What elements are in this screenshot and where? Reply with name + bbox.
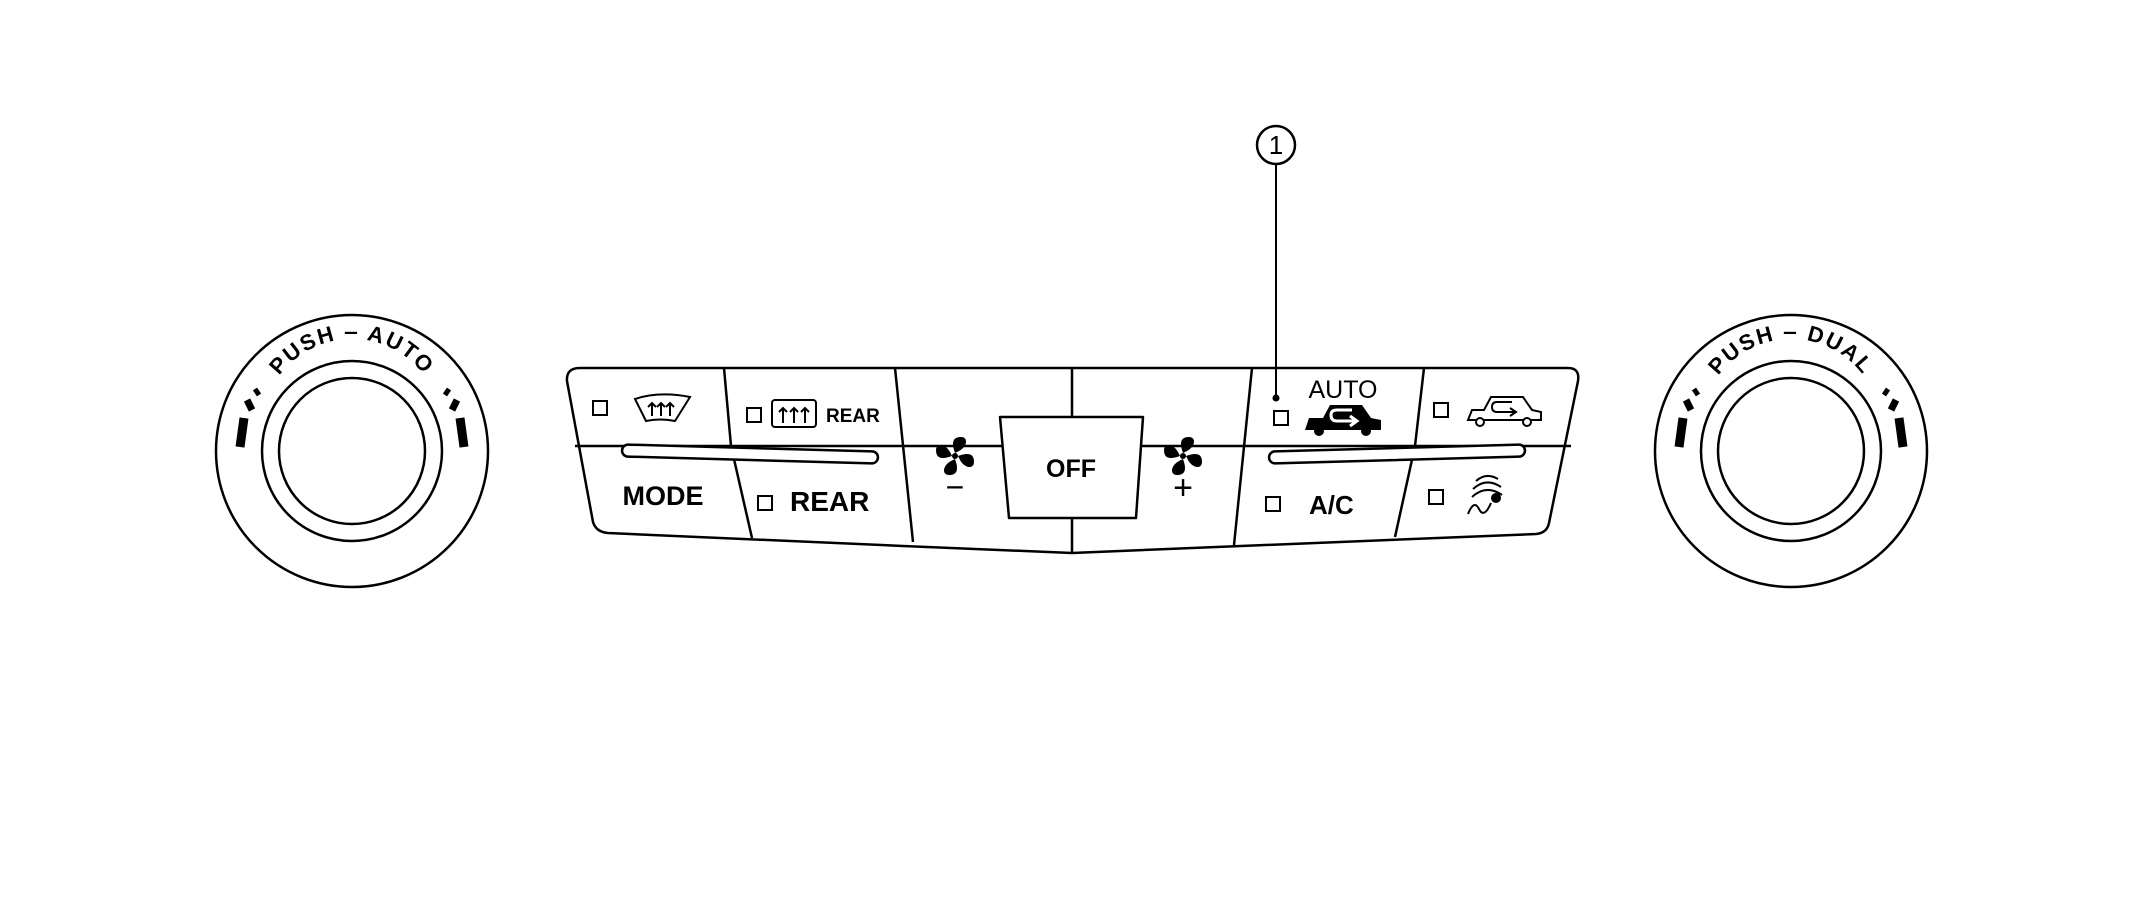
climate-key-indicator	[1428, 489, 1444, 505]
fan-speed-down-button[interactable]: −	[936, 437, 974, 505]
callout-1: 1	[1255, 124, 1297, 402]
outside-air-icon	[1466, 396, 1542, 427]
off-label: OFF	[1046, 455, 1096, 483]
left-knob-temperature-scale	[235, 387, 469, 448]
fan-minus-sign: −	[946, 469, 965, 505]
auto-recirculation-label: AUTO	[1309, 376, 1378, 404]
right-knob-temperature-scale	[1674, 387, 1908, 448]
intelligent-key-icon	[1467, 475, 1503, 515]
callout-point	[1272, 394, 1280, 402]
auto-recirculation-icon	[1305, 405, 1381, 436]
ac-button[interactable]: A/C	[1265, 490, 1354, 520]
outside-air-button[interactable]	[1433, 396, 1542, 427]
fan-icon	[1164, 437, 1202, 475]
right-temperature-knob[interactable]: PUSH ‒ DUAL	[1653, 313, 1929, 589]
ac-indicator	[1265, 496, 1281, 512]
rear-defroster-indicator	[746, 407, 762, 423]
rear-defroster-icon	[771, 399, 817, 428]
front-defroster-button[interactable]	[592, 393, 692, 423]
auto-recirculation-indicator	[1273, 410, 1289, 426]
left-knob-dial[interactable]	[277, 376, 427, 526]
front-defroster-indicator	[592, 400, 608, 416]
left-temperature-knob[interactable]: PUSH ‒ AUTO	[214, 313, 490, 589]
divider-2	[893, 367, 915, 543]
climate-key-button[interactable]	[1428, 475, 1503, 515]
mode-button[interactable]: MODE	[623, 481, 704, 511]
off-button-frame	[998, 415, 1145, 520]
rear-button[interactable]: REAR	[757, 486, 869, 517]
divider-1	[722, 367, 733, 447]
callout-number: 1	[1269, 130, 1283, 160]
rear-defroster-button[interactable]: REAR	[746, 399, 880, 428]
divider-4b	[1393, 445, 1417, 538]
divider-4	[1413, 367, 1426, 447]
divider-3	[1232, 367, 1254, 546]
ac-label: A/C	[1309, 490, 1354, 520]
outside-air-indicator	[1433, 402, 1449, 418]
rear-indicator	[757, 495, 773, 511]
divider-1b	[729, 445, 754, 539]
rear-label: REAR	[790, 486, 869, 517]
rear-defroster-label: REAR	[826, 406, 880, 427]
right-slider-bar	[1267, 443, 1527, 465]
front-defroster-icon	[633, 393, 692, 423]
right-knob-dial[interactable]	[1716, 376, 1866, 526]
fan-plus-sign: +	[1173, 469, 1193, 507]
fan-speed-up-button[interactable]: +	[1164, 437, 1202, 507]
mode-label: MODE	[623, 481, 704, 511]
fan-icon	[936, 437, 974, 475]
off-button[interactable]: OFF	[998, 415, 1145, 520]
auto-recirculation-button[interactable]: AUTO	[1273, 376, 1381, 436]
left-slider-bar	[620, 443, 880, 465]
